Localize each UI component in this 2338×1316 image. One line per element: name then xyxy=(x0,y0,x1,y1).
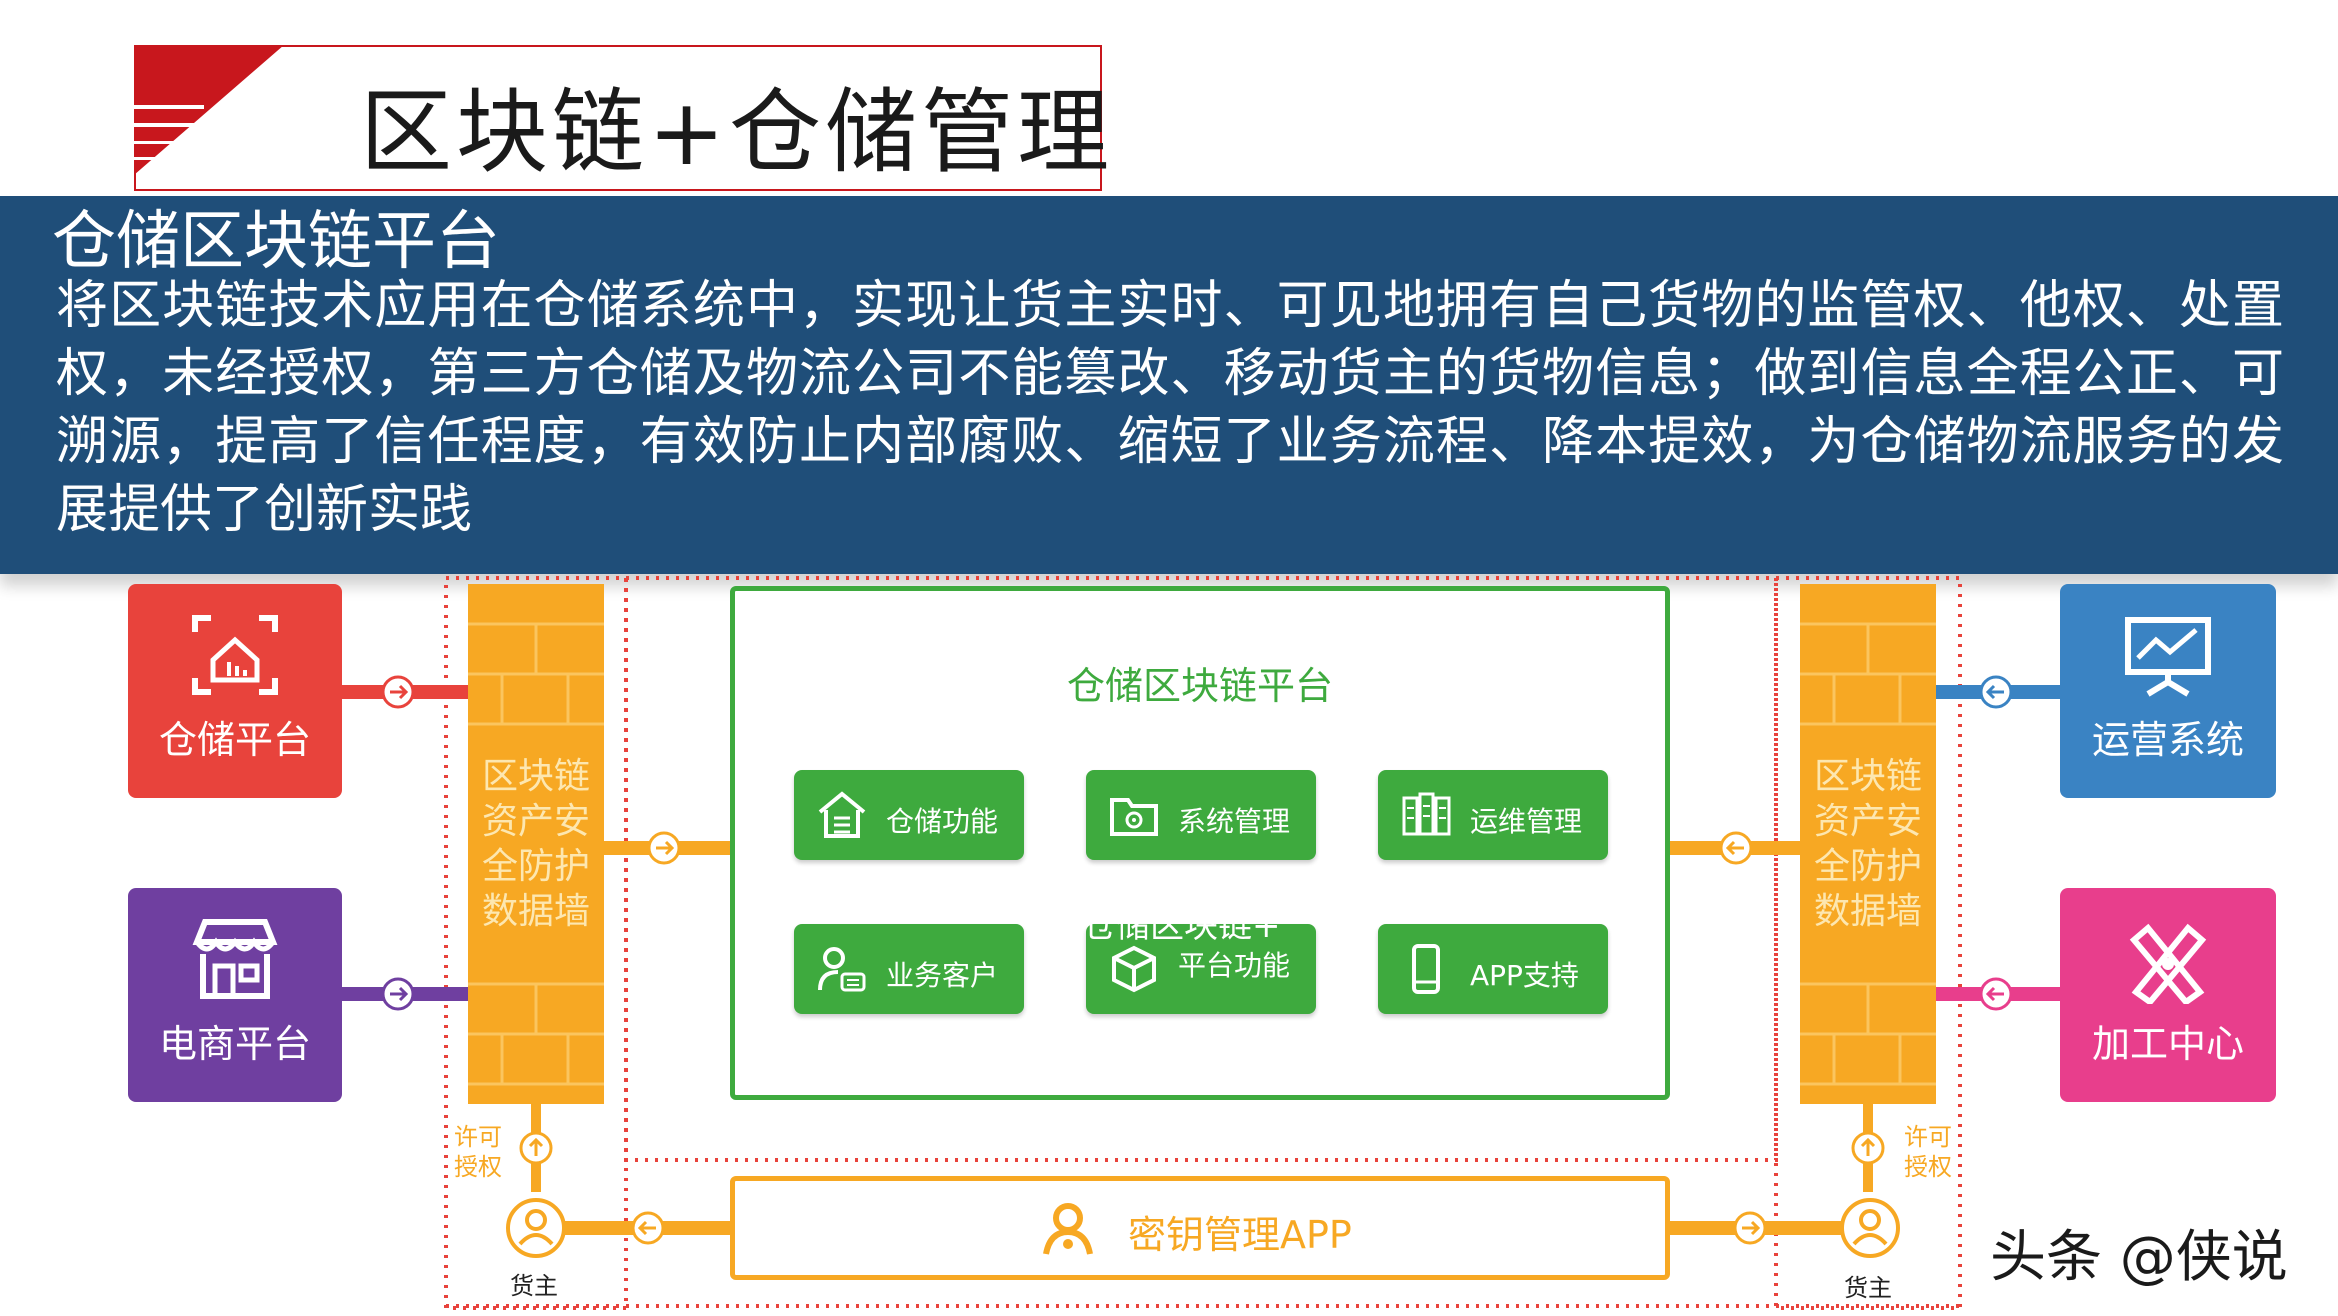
left-firewall-line-4: 数据墙 xyxy=(481,891,590,932)
owner-avatar-icon xyxy=(1840,1198,1900,1258)
left-firewall-line-3: 全防护 xyxy=(481,846,590,887)
module-platform-function[interactable]: 平台功能 xyxy=(1086,924,1316,1014)
tools-icon xyxy=(2129,923,2207,1004)
phone-icon xyxy=(1412,944,1440,994)
processing-center-label: 加工中心 xyxy=(2091,1022,2244,1066)
left-firewall-line-1: 区块链 xyxy=(481,756,590,797)
operations-system-box[interactable]: 运营系统 xyxy=(2060,584,2276,798)
arrow-up-icon xyxy=(1851,1131,1885,1165)
server-rack-icon xyxy=(1402,792,1451,836)
left-firewall-line-2: 资产安 xyxy=(481,801,590,842)
overlay-caption: 仓储区块链+ xyxy=(1082,906,1281,946)
house-list-icon xyxy=(818,791,866,838)
owner-avatar-icon xyxy=(506,1198,566,1258)
right-dotted-frame xyxy=(1774,576,1962,1310)
left-firewall: 区块链 资产安 全防护 数据墙 xyxy=(468,584,604,1104)
right-permission-label-1: 许可 xyxy=(1904,1123,1952,1151)
brick-pattern-left xyxy=(468,622,604,1086)
module-label: 平台功能 xyxy=(1178,949,1291,982)
arrow-up-icon xyxy=(519,1131,553,1165)
cube-icon xyxy=(1112,945,1156,993)
operations-system-label: 运营系统 xyxy=(2091,718,2244,762)
warehouse-scan-icon xyxy=(192,615,278,695)
arrow-left-icon xyxy=(1979,977,2013,1011)
module-operations-maintenance[interactable]: 运维管理 xyxy=(1378,770,1608,860)
module-label: 系统管理 xyxy=(1178,805,1291,838)
module-warehouse-function[interactable]: 仓储功能 xyxy=(794,770,1024,860)
description-heading: 仓储区块链平台 xyxy=(52,205,500,279)
right-permission-label-2: 授权 xyxy=(1904,1153,1952,1181)
module-label: 运维管理 xyxy=(1470,805,1583,838)
ecommerce-platform-box[interactable]: 电商平台 xyxy=(128,888,342,1102)
module-business-customers[interactable]: 业务客户 xyxy=(794,924,1024,1014)
storefront-icon xyxy=(192,919,278,999)
processing-center-box[interactable]: 加工中心 xyxy=(2060,888,2276,1102)
center-dotted-frame xyxy=(624,576,1778,1162)
monitor-chart-icon xyxy=(2125,617,2211,697)
left-owner-label: 货主 xyxy=(510,1272,558,1300)
right-firewall-line-3: 全防护 xyxy=(1813,846,1922,887)
right-firewall-line-4: 数据墙 xyxy=(1813,891,1922,932)
folder-gear-icon xyxy=(1110,798,1158,836)
key-management-label: 密钥管理APP xyxy=(1128,1213,1352,1257)
arrow-right-icon xyxy=(1733,1211,1767,1245)
arrow-left-icon xyxy=(1979,675,2013,709)
ecommerce-platform-label: 电商平台 xyxy=(158,1022,311,1066)
warehouse-platform-label: 仓储平台 xyxy=(158,718,311,762)
arrow-left-icon xyxy=(631,1211,665,1245)
arrow-right-icon xyxy=(381,977,415,1011)
key-management-box[interactable] xyxy=(730,1176,1670,1280)
description-band xyxy=(0,196,2338,574)
arrow-right-icon xyxy=(381,675,415,709)
right-firewall-line-2: 资产安 xyxy=(1813,801,1922,842)
user-card-icon xyxy=(818,947,866,992)
key-user-icon xyxy=(1043,1203,1093,1255)
right-firewall: 区块链 资产安 全防护 数据墙 xyxy=(1800,584,1936,1104)
module-label: 仓储功能 xyxy=(886,805,999,838)
platform-title: 仓储区块链平台 xyxy=(1066,664,1333,708)
watermark: 头条 @侠说 xyxy=(1990,1225,2288,1290)
module-label: APP支持 xyxy=(1470,959,1579,992)
title-banner xyxy=(134,45,1102,191)
brick-pattern-right xyxy=(1800,622,1936,1086)
right-firewall-line-1: 区块链 xyxy=(1813,756,1922,797)
left-permission-label-1: 许可 xyxy=(454,1123,502,1151)
arrow-right-icon xyxy=(647,831,681,865)
title-corner-decoration xyxy=(134,45,284,175)
description-body: 将区块链技术应用在仓储系统中，实现让货主实时、可见地拥有自己货物的监管权、他权、… xyxy=(56,276,2284,540)
module-label: 业务客户 xyxy=(886,959,999,992)
page-title: 区块链+仓储管理 xyxy=(360,79,1114,186)
warehouse-platform-box[interactable]: 仓储平台 xyxy=(128,584,342,798)
module-app-support[interactable]: APP支持 xyxy=(1378,924,1608,1014)
arrow-left-icon xyxy=(1719,831,1753,865)
right-owner-label: 货主 xyxy=(1844,1274,1892,1302)
left-permission-label-2: 授权 xyxy=(454,1153,502,1181)
module-system-management[interactable]: 系统管理 xyxy=(1086,770,1316,860)
